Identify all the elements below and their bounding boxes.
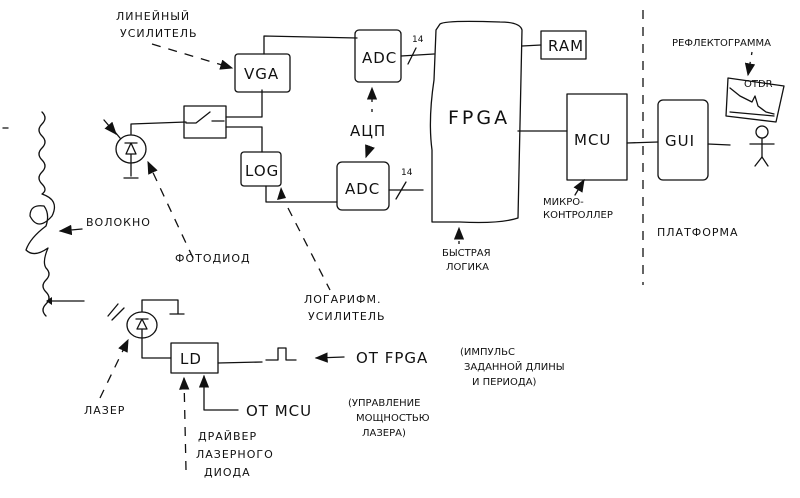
otdr-trace-screen bbox=[725, 77, 785, 123]
fpga-label: FPGA bbox=[448, 107, 510, 129]
adc-bottom-label: ADC bbox=[345, 180, 380, 198]
gui-label: GUI bbox=[665, 132, 695, 150]
microcontroller-label: МИКРО- bbox=[543, 197, 584, 208]
driver-pointer bbox=[179, 376, 190, 471]
photodiode-to-switch-wire bbox=[130, 121, 187, 135]
reflectogram-pointer bbox=[744, 51, 756, 77]
fast-logic-label-2: ЛОГИКА bbox=[446, 262, 489, 273]
driver-label-3: ДИОДА bbox=[204, 466, 251, 479]
gui-block bbox=[657, 99, 709, 181]
adc-ru-label: АЦП bbox=[350, 122, 386, 140]
linear-amp-label-2: УСИЛИТЕЛЬ bbox=[120, 27, 198, 40]
ram-block bbox=[540, 30, 587, 60]
from-mcu-note-2: МОЩНОСТЬЮ bbox=[356, 413, 430, 424]
from-fpga-note-3: И ПЕРИОДА) bbox=[472, 377, 537, 388]
switch-to-vga-wire bbox=[225, 89, 263, 118]
mcu-block bbox=[566, 93, 628, 181]
switch-to-log-wire bbox=[225, 126, 263, 153]
laser-diode-symbol bbox=[135, 318, 172, 359]
ld-label: LD bbox=[180, 350, 202, 368]
fpga-block bbox=[429, 20, 523, 224]
vga-block bbox=[234, 53, 291, 93]
log-amp-arrowhead bbox=[277, 187, 286, 200]
platform-label: ПЛАТФОРМА bbox=[657, 226, 739, 239]
log-to-adc-wire bbox=[265, 185, 338, 203]
adc-top-bus-slash bbox=[407, 47, 417, 65]
laser-pointer bbox=[99, 338, 129, 399]
ld-block bbox=[170, 342, 219, 374]
otdr-label: OTDR bbox=[744, 79, 773, 90]
from-mcu-note: (УПРАВЛЕНИЕ bbox=[348, 398, 420, 409]
vga-label: VGA bbox=[244, 65, 279, 83]
user-icon bbox=[749, 125, 775, 167]
linear-amp-label: ЛИНЕЙНЫЙ bbox=[116, 10, 190, 23]
adc-top-bus-width: 14 bbox=[412, 35, 424, 45]
pulse-symbol bbox=[265, 347, 297, 361]
fiber-pointer bbox=[58, 224, 83, 236]
linear-amp-pointer bbox=[151, 43, 234, 70]
log-amp-label-2: УСИЛИТЕЛЬ bbox=[308, 310, 386, 323]
emitted-light-arrow-2 bbox=[111, 307, 125, 321]
from-fpga-note: (ИМПУЛЬС bbox=[460, 347, 515, 358]
switch-box bbox=[183, 105, 227, 139]
emitted-light-arrow-1 bbox=[107, 303, 119, 317]
microcontroller-pointer bbox=[573, 178, 585, 196]
fiber-label: ВОЛОКНО bbox=[86, 216, 151, 229]
switch-symbol bbox=[185, 111, 225, 124]
log-block bbox=[240, 151, 282, 187]
log-label: LOG bbox=[245, 162, 279, 180]
adc-bottom-bus-width: 14 bbox=[401, 168, 413, 178]
from-mcu-arrow bbox=[198, 374, 239, 411]
from-mcu-label: ОТ MCU bbox=[246, 402, 312, 420]
log-amp-pointer bbox=[287, 207, 331, 291]
driver-label: ДРАЙВЕР bbox=[198, 430, 257, 443]
from-fpga-note-2: ЗАДАННОЙ ДЛИНЫ bbox=[464, 360, 565, 373]
photodiode-symbol bbox=[123, 142, 139, 179]
fiber-coil bbox=[25, 111, 56, 317]
log-amp-label: ЛОГАРИФМ. bbox=[304, 293, 381, 306]
photodiode-pointer bbox=[147, 160, 194, 259]
adc-bottom-block bbox=[336, 161, 390, 211]
incoming-light-arrow-2 bbox=[109, 125, 121, 139]
from-fpga-arrow bbox=[314, 352, 345, 363]
gui-to-user-wire bbox=[707, 143, 731, 146]
fast-logic-label: БЫСТРАЯ bbox=[442, 248, 491, 259]
adc-bottom-bus-slash bbox=[395, 181, 407, 200]
mcu-label: MCU bbox=[574, 131, 611, 149]
mcu-to-gui-wire bbox=[626, 141, 659, 144]
ld-input-wire bbox=[217, 361, 263, 364]
from-mcu-note-3: ЛАЗЕРА) bbox=[362, 428, 406, 439]
laser-label: ЛАЗЕР bbox=[84, 404, 125, 417]
adc-ru-pointer-down bbox=[365, 144, 375, 159]
from-fpga-label: ОТ FPGA bbox=[356, 349, 428, 367]
vga-to-adc-wire bbox=[263, 35, 358, 55]
reflectogram-label: РЕФЛЕКТОГРАММА bbox=[672, 38, 771, 49]
microcontroller-label-2: КОНТРОЛЛЕР bbox=[543, 210, 613, 221]
photodiode-label: ФОТОДИОД bbox=[175, 252, 251, 265]
laser-diode-ground-wire bbox=[141, 299, 185, 315]
adc-top-bus bbox=[400, 53, 435, 57]
fpga-to-ram-wire bbox=[521, 44, 542, 47]
driver-label-2: ЛАЗЕРНОГО bbox=[196, 448, 274, 461]
adc-top-label: ADC bbox=[362, 49, 397, 67]
fiber-arrowhead bbox=[46, 297, 52, 305]
ram-label: RAM bbox=[548, 37, 584, 55]
